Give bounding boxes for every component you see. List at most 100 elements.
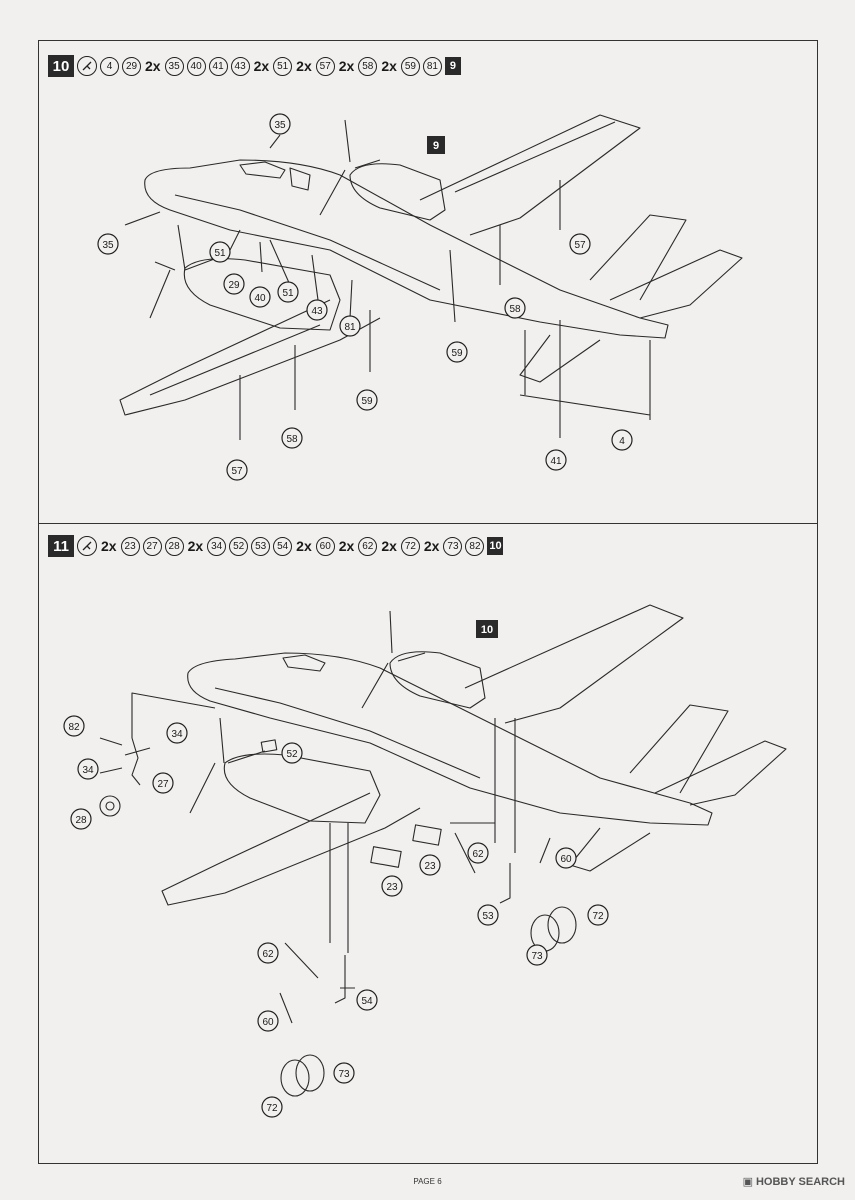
svg-text:27: 27: [157, 779, 169, 790]
callout-57: 57: [569, 233, 591, 255]
callout-34: 34: [77, 758, 99, 780]
svg-text:73: 73: [338, 1069, 350, 1080]
svg-text:53: 53: [482, 911, 494, 922]
svg-text:62: 62: [472, 849, 484, 860]
part-number-badge: 34: [207, 536, 227, 556]
part-number-badge: 27: [142, 536, 162, 556]
callout-73: 73: [333, 1062, 355, 1084]
result-box: 10: [487, 537, 504, 555]
callout-51: 51: [277, 281, 299, 303]
instruction-frame: [38, 40, 818, 1164]
svg-text:23: 23: [386, 882, 398, 893]
part-number-badge: 23: [120, 536, 140, 556]
callout-27: 27: [152, 772, 174, 794]
quantity-label: 2x: [145, 58, 161, 74]
part-number-badge: 58: [358, 56, 378, 76]
part-number-badge: 60: [315, 536, 335, 556]
drawing-box-9: 9: [427, 136, 445, 154]
svg-text:57: 57: [231, 466, 243, 477]
callout-35: 35: [269, 113, 291, 135]
callout-29: 29: [223, 273, 245, 295]
callout-28: 28: [70, 808, 92, 830]
step-11-aircraft-drawing: 82 34 34 27 28 52 23 23 62 62 60 60 53 5…: [63, 604, 787, 1118]
part-number-badge: 40: [186, 56, 206, 76]
callout-35: 35: [97, 233, 119, 255]
quantity-label: 2x: [253, 58, 270, 74]
page-number: PAGE 6: [413, 1177, 442, 1186]
part-number-badge: 57: [315, 56, 335, 76]
svg-text:82: 82: [68, 722, 80, 733]
callout-4: 4: [611, 429, 633, 451]
callout-23: 23: [381, 875, 403, 897]
callout-60: 60: [257, 1010, 279, 1032]
quantity-label: 2x: [187, 538, 204, 554]
part-number-badge: 73: [443, 536, 463, 556]
svg-text:41: 41: [550, 456, 562, 467]
svg-text:59: 59: [451, 348, 463, 359]
callout-62: 62: [467, 842, 489, 864]
svg-text:23: 23: [424, 861, 436, 872]
step-number: 10: [48, 55, 74, 77]
quantity-label: 2x: [381, 538, 397, 554]
step-number: 11: [48, 535, 74, 557]
svg-text:72: 72: [266, 1103, 278, 1114]
svg-text:4: 4: [619, 436, 625, 447]
glue-icon: [77, 536, 97, 556]
quantity-label: 2x: [381, 58, 397, 74]
svg-text:59: 59: [361, 396, 373, 407]
callout-58: 58: [504, 297, 526, 319]
part-number-badge: 52: [229, 536, 249, 556]
callout-59: 59: [356, 389, 378, 411]
svg-text:73: 73: [531, 951, 543, 962]
part-number-badge: 59: [400, 56, 420, 76]
callout-40: 40: [249, 286, 271, 308]
svg-text:54: 54: [361, 996, 373, 1007]
callout-57: 57: [226, 459, 248, 481]
svg-text:62: 62: [262, 949, 274, 960]
callout-54: 54: [356, 989, 378, 1011]
quantity-label: 2x: [101, 538, 117, 554]
svg-text:28: 28: [75, 815, 87, 826]
part-number-badge: 53: [251, 536, 271, 556]
quantity-label: 2x: [338, 58, 355, 74]
svg-text:58: 58: [286, 434, 298, 445]
svg-text:35: 35: [274, 120, 286, 131]
callout-73: 73: [526, 944, 548, 966]
svg-text:60: 60: [262, 1017, 274, 1028]
part-number-badge: 62: [358, 536, 378, 556]
part-number-badge: 35: [164, 56, 184, 76]
svg-text:29: 29: [228, 280, 240, 291]
part-number-badge: 29: [122, 56, 141, 76]
hobby-search-logo-icon: ▣: [742, 1176, 753, 1188]
part-number-badge: 43: [230, 56, 250, 76]
watermark: ▣ HOBBY SEARCH: [742, 1175, 845, 1189]
svg-text:58: 58: [509, 304, 521, 315]
part-number-badge: 51: [273, 56, 293, 76]
step-10-aircraft-drawing: 35 35 51 29 40 51 43 81 59 59 58 58 57 5…: [97, 113, 743, 481]
callout-23: 23: [419, 854, 441, 876]
drawing-box-10: 10: [476, 620, 498, 638]
quantity-label: 2x: [338, 538, 355, 554]
callout-72: 72: [587, 904, 609, 926]
svg-text:51: 51: [214, 248, 226, 259]
svg-text:72: 72: [592, 911, 604, 922]
callout-41: 41: [545, 449, 567, 471]
part-number-badge: 28: [164, 536, 184, 556]
svg-text:52: 52: [286, 749, 298, 760]
part-number-badge: 81: [422, 56, 442, 76]
svg-text:43: 43: [311, 306, 323, 317]
result-box: 9: [444, 57, 461, 75]
callout-59: 59: [446, 341, 468, 363]
callout-82: 82: [63, 715, 85, 737]
svg-text:40: 40: [254, 293, 266, 304]
svg-text:57: 57: [574, 240, 586, 251]
callout-51: 51: [209, 241, 231, 263]
callout-52: 52: [281, 742, 303, 764]
callout-53: 53: [477, 904, 499, 926]
step-divider: [38, 523, 818, 524]
part-number-badge: 82: [465, 536, 485, 556]
quantity-label: 2x: [296, 58, 312, 74]
part-number-badge: 41: [208, 56, 228, 76]
